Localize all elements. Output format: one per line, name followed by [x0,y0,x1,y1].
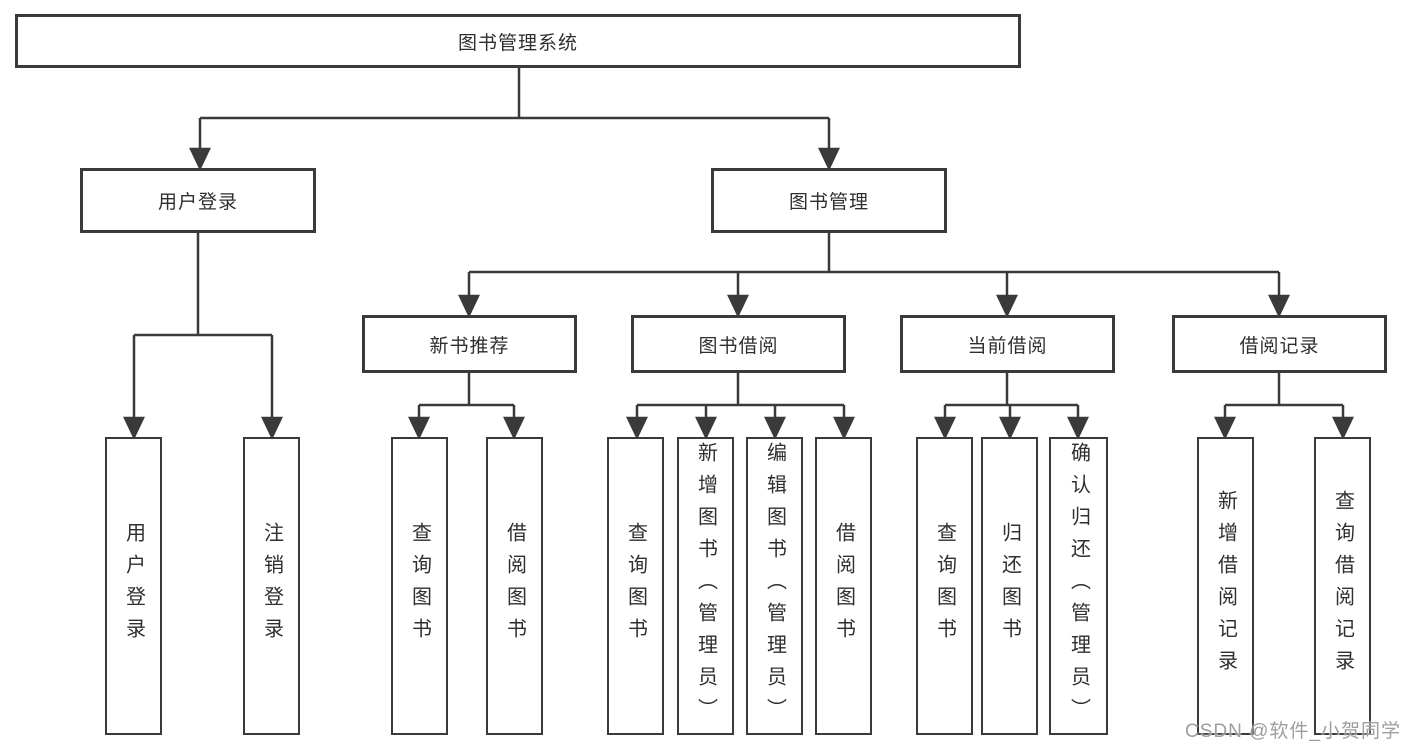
connector-book-management [458,233,1290,318]
node-label: 注销登录 [260,522,283,650]
node-label: 查询借阅记录 [1331,490,1354,682]
leaf-return-books: 归还图书 [981,437,1038,735]
connector-new-book-recommend [408,373,525,440]
node-label: 新增图书（管理员） [694,442,717,730]
node-label: 图书管理系统 [457,32,578,54]
node-label: 借阅图书 [503,522,526,650]
leaf-query-books-current: 查询图书 [916,437,973,735]
node-current-borrow: 当前借阅 [900,315,1115,373]
arrowhead [764,416,786,440]
leaf-borrow-books: 借阅图书 [815,437,872,735]
arrowhead [934,416,956,440]
arrowhead [1067,416,1089,440]
arrowhead [261,416,283,440]
arrowhead [408,416,430,440]
node-borrow-records: 借阅记录 [1172,315,1387,373]
arrowhead [996,294,1018,318]
csdn-watermark: CSDN @软件_小贺同学 [1185,721,1401,742]
node-label: 归还图书 [998,522,1021,650]
node-label: 确认归还（管理员） [1067,442,1090,730]
node-label: 图书借阅 [698,335,779,357]
leaf-add-books-admin: 新增图书（管理员） [677,437,734,735]
connector-root [189,68,840,171]
node-label: 用户登录 [157,192,238,213]
leaf-query-borrow-record: 查询借阅记录 [1314,437,1371,735]
arrowhead [1332,416,1354,440]
node-new-book-recommend: 新书推荐 [362,315,577,373]
node-book-management: 图书管理 [711,168,947,233]
node-label: 新增借阅记录 [1214,490,1237,682]
node-label: 查询图书 [624,522,647,650]
leaf-confirm-return-admin: 确认归还（管理员） [1049,437,1108,735]
arrowhead [123,416,145,440]
arrowhead [458,294,480,318]
arrowhead [999,416,1021,440]
leaf-logout: 注销登录 [243,437,300,735]
node-book-borrow: 图书借阅 [631,315,846,373]
node-label: 图书管理 [788,192,869,213]
arrowhead [1268,294,1290,318]
leaf-edit-books-admin: 编辑图书（管理员） [746,437,803,735]
arrowhead [695,416,717,440]
node-label: 查询图书 [408,522,431,650]
arrowhead [1214,416,1236,440]
leaf-query-books-recommend: 查询图书 [391,437,448,735]
node-label: 借阅记录 [1239,335,1320,357]
node-user-login: 用户登录 [80,168,316,233]
node-label: 新书推荐 [429,335,510,357]
arrowhead [626,416,648,440]
node-root: 图书管理系统 [15,14,1021,68]
arrowhead [189,147,211,171]
connector-user-login [123,233,283,440]
node-label: 编辑图书（管理员） [763,442,786,730]
arrowhead [503,416,525,440]
node-label: 借阅图书 [832,522,855,650]
connector-borrow-records [1214,373,1354,440]
connector-current-borrow [934,373,1089,440]
arrowhead [833,416,855,440]
leaf-add-borrow-record: 新增借阅记录 [1197,437,1254,735]
arrowhead [818,147,840,171]
leaf-borrow-books-recommend: 借阅图书 [486,437,543,735]
node-label: 查询图书 [933,522,956,650]
node-label: 当前借阅 [967,335,1048,357]
leaf-query-books-borrow: 查询图书 [607,437,664,735]
arrowhead [727,294,749,318]
connector-book-borrow [626,373,855,440]
leaf-user-login: 用户登录 [105,437,162,735]
node-label: 用户登录 [122,522,145,650]
